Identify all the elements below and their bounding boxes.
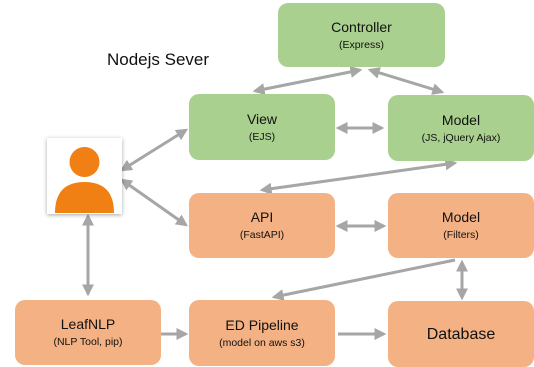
- model-js-title: Model: [441, 111, 481, 128]
- ed-pipeline-node: ED Pipeline (model on aws s3): [189, 300, 335, 366]
- leafnlp-node: LeafNLP (NLP Tool, pip): [15, 300, 161, 365]
- controller-subtitle: (Express): [339, 38, 384, 51]
- model-js-subtitle: (JS, jQuery Ajax): [421, 131, 501, 144]
- ed-pipeline-title: ED Pipeline: [225, 316, 299, 333]
- person-icon: [55, 147, 114, 213]
- ed-pipeline-subtitle: (model on aws s3): [219, 336, 305, 349]
- leafnlp-title: LeafNLP: [60, 316, 116, 332]
- database-title: Database: [426, 325, 496, 343]
- api-title: API: [250, 209, 274, 225]
- api-node: API (FastAPI): [189, 193, 335, 258]
- controller-node: Controller (Express): [278, 3, 445, 67]
- arrow-user-view: [119, 128, 189, 172]
- view-node: View (EJS): [189, 94, 335, 160]
- model-filters-node: Model (Filters): [388, 193, 534, 258]
- arrow-controller-model: [367, 67, 445, 95]
- user-node: [47, 138, 122, 214]
- api-subtitle: (FastAPI): [239, 229, 285, 241]
- model-filters-title: Model: [441, 209, 481, 225]
- leafnlp-subtitle: (NLP Tool, pip): [53, 336, 123, 348]
- database-node: Database: [388, 301, 534, 367]
- arrow-user-api: [120, 178, 188, 227]
- model-js-node: Model (JS, jQuery Ajax): [388, 95, 534, 161]
- model-filters-subtitle: (Filters): [443, 229, 479, 241]
- view-title: View: [246, 110, 278, 127]
- view-subtitle: (EJS): [248, 130, 276, 143]
- arrow-filters-ed: [271, 258, 456, 301]
- arrow-model-api: [259, 158, 458, 195]
- controller-title: Controller: [331, 18, 392, 35]
- arrow-view-controller: [252, 65, 363, 96]
- server-label: Nodejs Sever: [107, 50, 210, 69]
